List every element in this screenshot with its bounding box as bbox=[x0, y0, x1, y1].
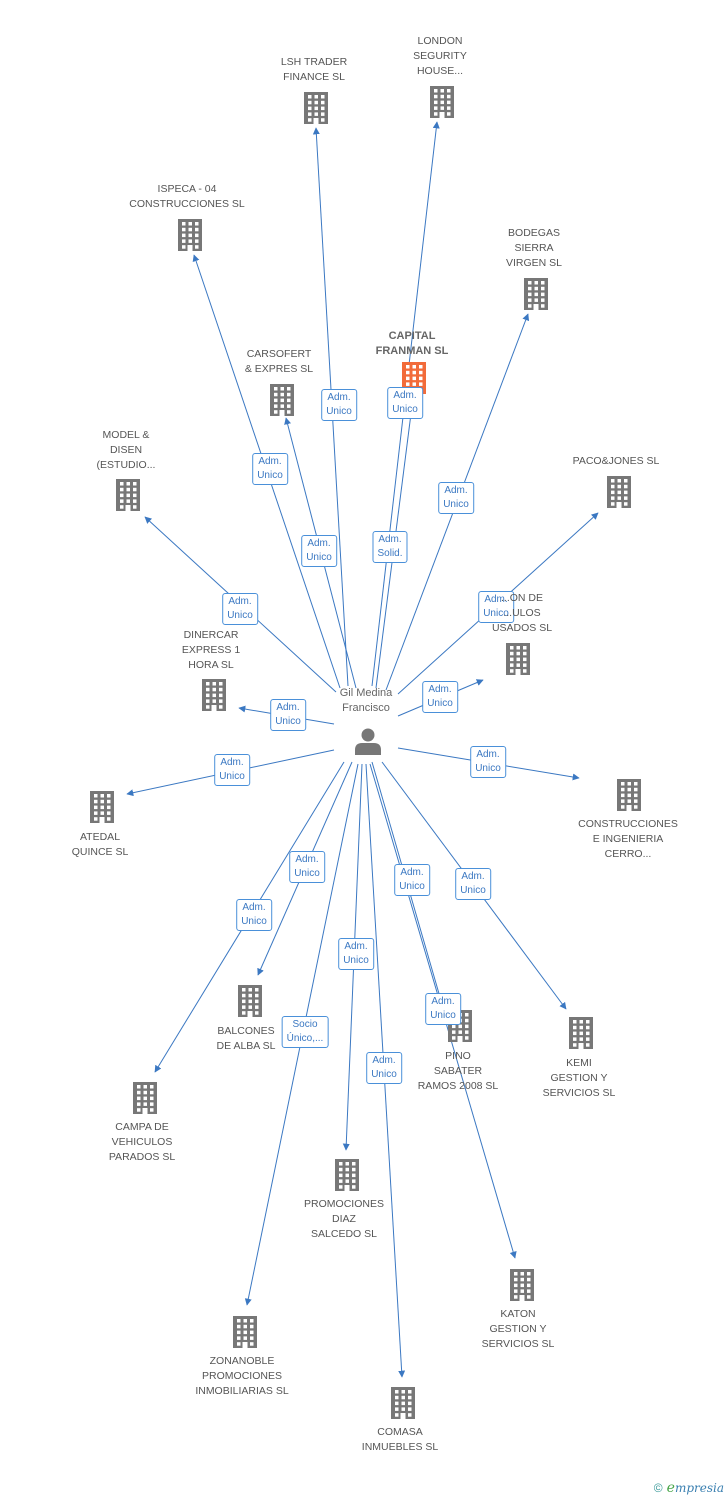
edge-badge-comasa[interactable]: Adm.Unico bbox=[366, 1052, 402, 1084]
person-name[interactable]: Gil Medina Francisco bbox=[339, 687, 393, 714]
empresia-logo: ©empresia bbox=[653, 1480, 724, 1496]
edge-badge-carsofert[interactable]: Adm.Unico bbox=[301, 535, 337, 567]
edge-badge-katon[interactable]: Adm.Unico bbox=[425, 993, 461, 1025]
company-label-model[interactable]: MODEL &DISEN(ESTUDIO... bbox=[96, 429, 156, 471]
building-icon-model[interactable] bbox=[116, 479, 140, 511]
building-icon-atedal[interactable] bbox=[90, 791, 114, 823]
building-icon-campa[interactable] bbox=[133, 1082, 157, 1114]
building-icon-dinercar[interactable] bbox=[202, 679, 226, 711]
edge-badge-campa[interactable]: Adm.Unico bbox=[289, 851, 325, 883]
edge-badge-bodegas[interactable]: Adm.Unico bbox=[438, 482, 474, 514]
edge-badge-promociones[interactable]: Adm.Unico bbox=[338, 938, 374, 970]
edge-badge-construcciones[interactable]: Adm.Unico bbox=[470, 746, 506, 778]
building-icon-comasa[interactable] bbox=[391, 1387, 415, 1419]
building-icon-carsofert[interactable] bbox=[270, 384, 294, 416]
building-icon-balcones[interactable] bbox=[238, 985, 262, 1017]
building-icon-construcciones[interactable] bbox=[617, 779, 641, 811]
edge-badge-kemi[interactable]: Adm.Unico bbox=[455, 868, 491, 900]
building-icon-paco[interactable] bbox=[607, 476, 631, 508]
building-icon-ispeca[interactable] bbox=[178, 219, 202, 251]
edge-badge-dinercar[interactable]: Adm.Unico bbox=[270, 699, 306, 731]
building-icon-vehiculos[interactable] bbox=[506, 643, 530, 675]
building-icon-london[interactable] bbox=[430, 86, 454, 118]
building-icon-katon[interactable] bbox=[510, 1269, 534, 1301]
company-label-carsofert[interactable]: CARSOFERT& EXPRES SL bbox=[244, 348, 314, 375]
building-icon-lsh[interactable] bbox=[304, 92, 328, 124]
edge-badge-balcones[interactable]: Adm.Unico bbox=[236, 899, 272, 931]
building-icon-promociones[interactable] bbox=[335, 1159, 359, 1191]
edge-badge-paco[interactable]: Adm.Unico bbox=[478, 591, 514, 623]
building-icon-kemi[interactable] bbox=[569, 1017, 593, 1049]
edge-badge-model[interactable]: Adm.Unico bbox=[222, 593, 258, 625]
edge-badge-capital[interactable]: Adm.Solid. bbox=[372, 531, 408, 563]
edge-badge-atedal[interactable]: Adm.Unico bbox=[214, 754, 250, 786]
edge-badge-lsh[interactable]: Adm.Unico bbox=[321, 389, 357, 421]
edge-badge-london[interactable]: Adm.Unico bbox=[387, 387, 423, 419]
edge-badge-ispeca[interactable]: Adm.Unico bbox=[252, 453, 288, 485]
company-label-paco[interactable]: PACO&JONES SL bbox=[572, 455, 660, 467]
edge-badge-pino[interactable]: Adm.Unico bbox=[394, 864, 430, 896]
edge-badge-vehiculos[interactable]: Adm.Unico bbox=[422, 681, 458, 713]
person-icon[interactable] bbox=[355, 728, 381, 756]
building-icon-zonanoble[interactable] bbox=[233, 1316, 257, 1348]
building-icon-bodegas[interactable] bbox=[524, 278, 548, 310]
